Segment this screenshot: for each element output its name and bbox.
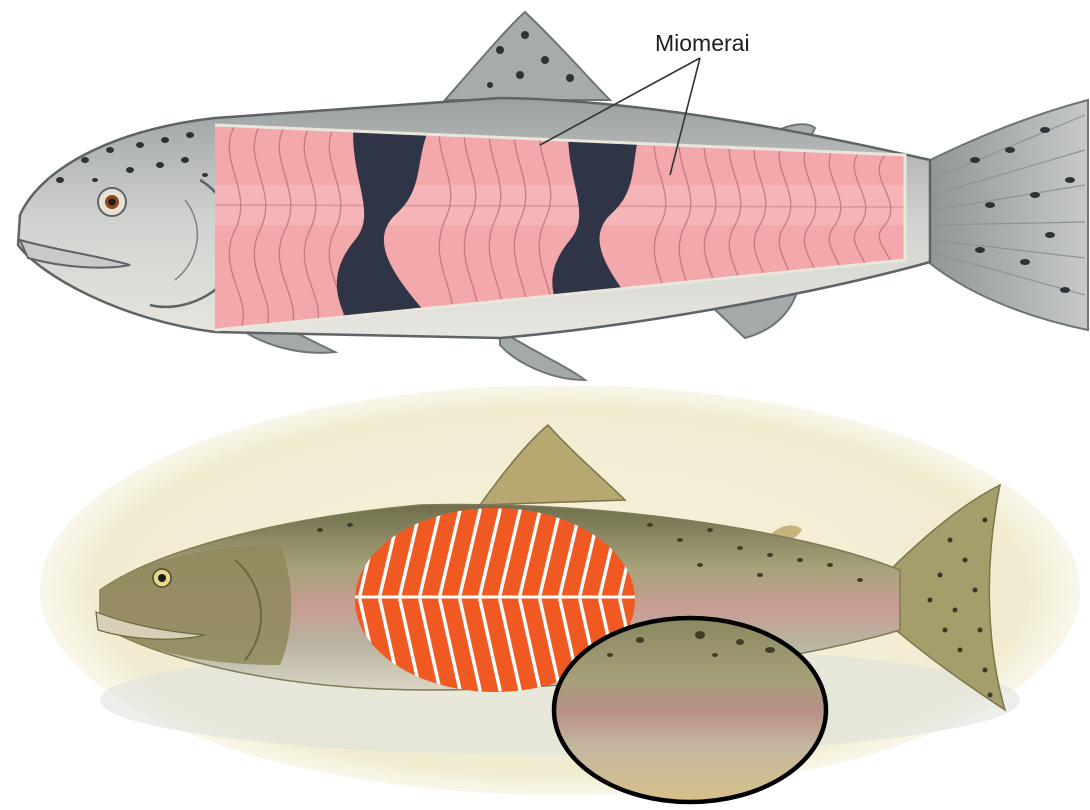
top-fish xyxy=(18,12,1088,380)
tail-fin xyxy=(920,100,1088,330)
dorsal-fin xyxy=(445,12,610,100)
magnifier-callout xyxy=(554,618,826,802)
bottom-fish xyxy=(40,385,1080,802)
miomerai-label: Miomerai xyxy=(655,30,750,57)
